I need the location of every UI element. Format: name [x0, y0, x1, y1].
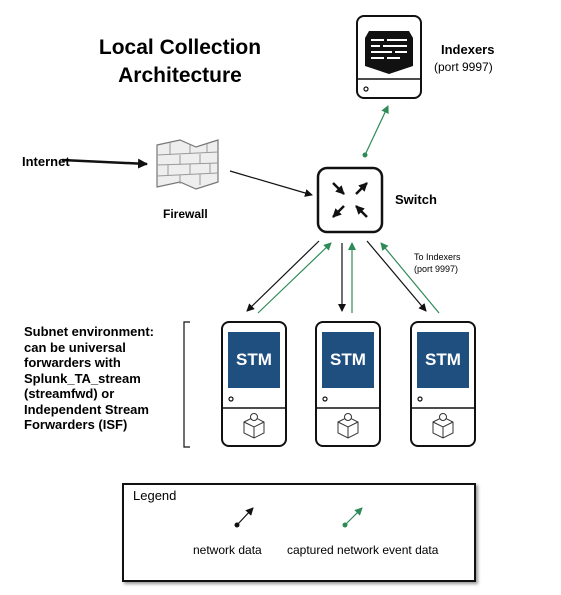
- subnet-line: forwarders with: [24, 355, 121, 370]
- subnet-description: Subnet environment: can be universal for…: [24, 324, 174, 433]
- stm3-to-switch-arrow: [380, 242, 440, 314]
- stm-server-3: STM: [410, 321, 476, 447]
- title-line-2: Architecture: [118, 64, 242, 87]
- indexer-server-icon: [356, 15, 422, 99]
- firewall-label: Firewall: [163, 207, 208, 221]
- subnet-line: Splunk_TA_stream: [24, 370, 141, 386]
- switch-icon: [316, 166, 384, 234]
- subnet-line: (streamfwd) or: [24, 386, 115, 401]
- package-gear-icon: [432, 413, 454, 439]
- stm1-to-switch-arrow: [257, 242, 332, 314]
- legend: Legend network data captured network eve…: [122, 483, 476, 582]
- indexers-port: (port 9997): [434, 60, 493, 74]
- legend-network-data: network data: [193, 543, 262, 557]
- stm-server-1: STM: [221, 321, 287, 447]
- subnet-line: can be universal: [24, 339, 126, 355]
- stm-server-2: STM: [315, 321, 381, 447]
- legend-captured-data: captured network event data: [287, 543, 439, 557]
- legend-network-arrow: [236, 507, 254, 526]
- legend-symbols: [234, 507, 363, 528]
- package-gear-icon: [243, 413, 265, 439]
- title-line-1: Local Collection: [98, 36, 262, 59]
- to-indexers-port: (port 9997): [414, 264, 459, 274]
- stm-label: STM: [425, 350, 461, 369]
- package-gear-icon: [337, 413, 359, 439]
- indexers-label: Indexers: [441, 42, 495, 57]
- switch-to-stm3-arrow: [366, 240, 427, 312]
- stm-label: STM: [330, 350, 366, 369]
- diagram-title: Local Collection Architecture: [60, 34, 300, 90]
- internet-to-firewall-arrow: [61, 158, 148, 169]
- subnet-line: Subnet environment:: [24, 324, 155, 339]
- to-indexers-label: To Indexers: [414, 252, 461, 262]
- subnet-line: Forwarders (ISF): [24, 417, 128, 432]
- firewall-icon: [156, 139, 219, 190]
- legend-captured-arrow: [344, 507, 363, 526]
- switch-label: Switch: [395, 192, 437, 207]
- switch-to-stm1-arrow: [246, 240, 320, 312]
- stm-label: STM: [236, 350, 272, 369]
- subnet-line: Independent Stream: [24, 401, 149, 417]
- internet-label: Internet: [22, 154, 70, 169]
- firewall-to-switch-arrow: [229, 170, 313, 197]
- subnet-bracket: [183, 321, 190, 448]
- legend-title: Legend: [133, 488, 177, 503]
- switch-to-indexers-arrow: [364, 105, 389, 156]
